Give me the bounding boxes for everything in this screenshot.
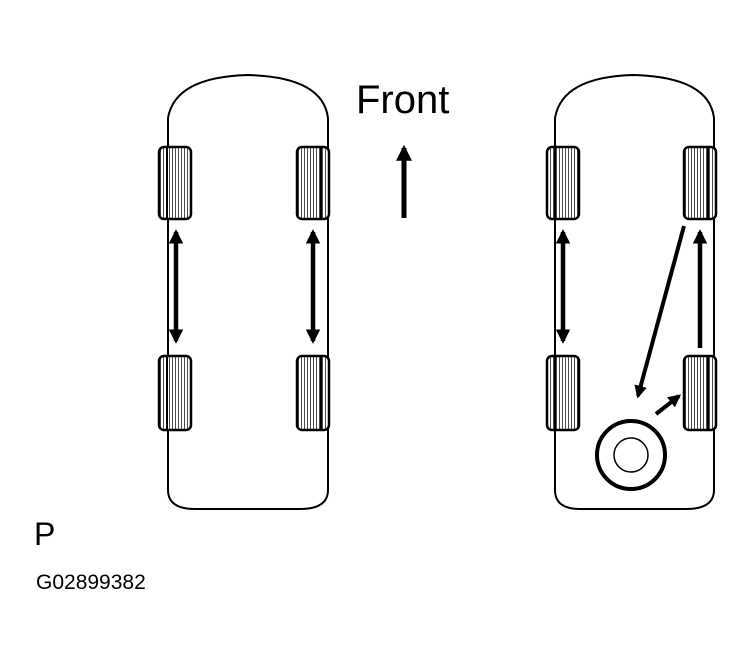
tire-right-rear-left [545,354,581,432]
vehicle-left-body [167,73,329,510]
figure-code: G02899382 [36,571,146,594]
vehicle-right [545,73,718,510]
tire-right-rear-right [682,354,718,432]
tire-left-rear-right [295,354,331,432]
tire-left-front-left [157,145,193,221]
arrow-spare-to-rear-right [654,394,682,416]
spare-tire [595,419,667,491]
tire-left-front-right [295,145,331,221]
vehicle-right-body [554,73,715,510]
front-label: Front [356,78,450,122]
variant-label: P [34,516,56,552]
arrow-front-right-to-spare [634,225,686,399]
vehicle-left [157,73,331,510]
tire-right-front-right [682,145,718,221]
tire-right-front-left [545,145,581,221]
tire-left-rear-left [157,354,193,432]
